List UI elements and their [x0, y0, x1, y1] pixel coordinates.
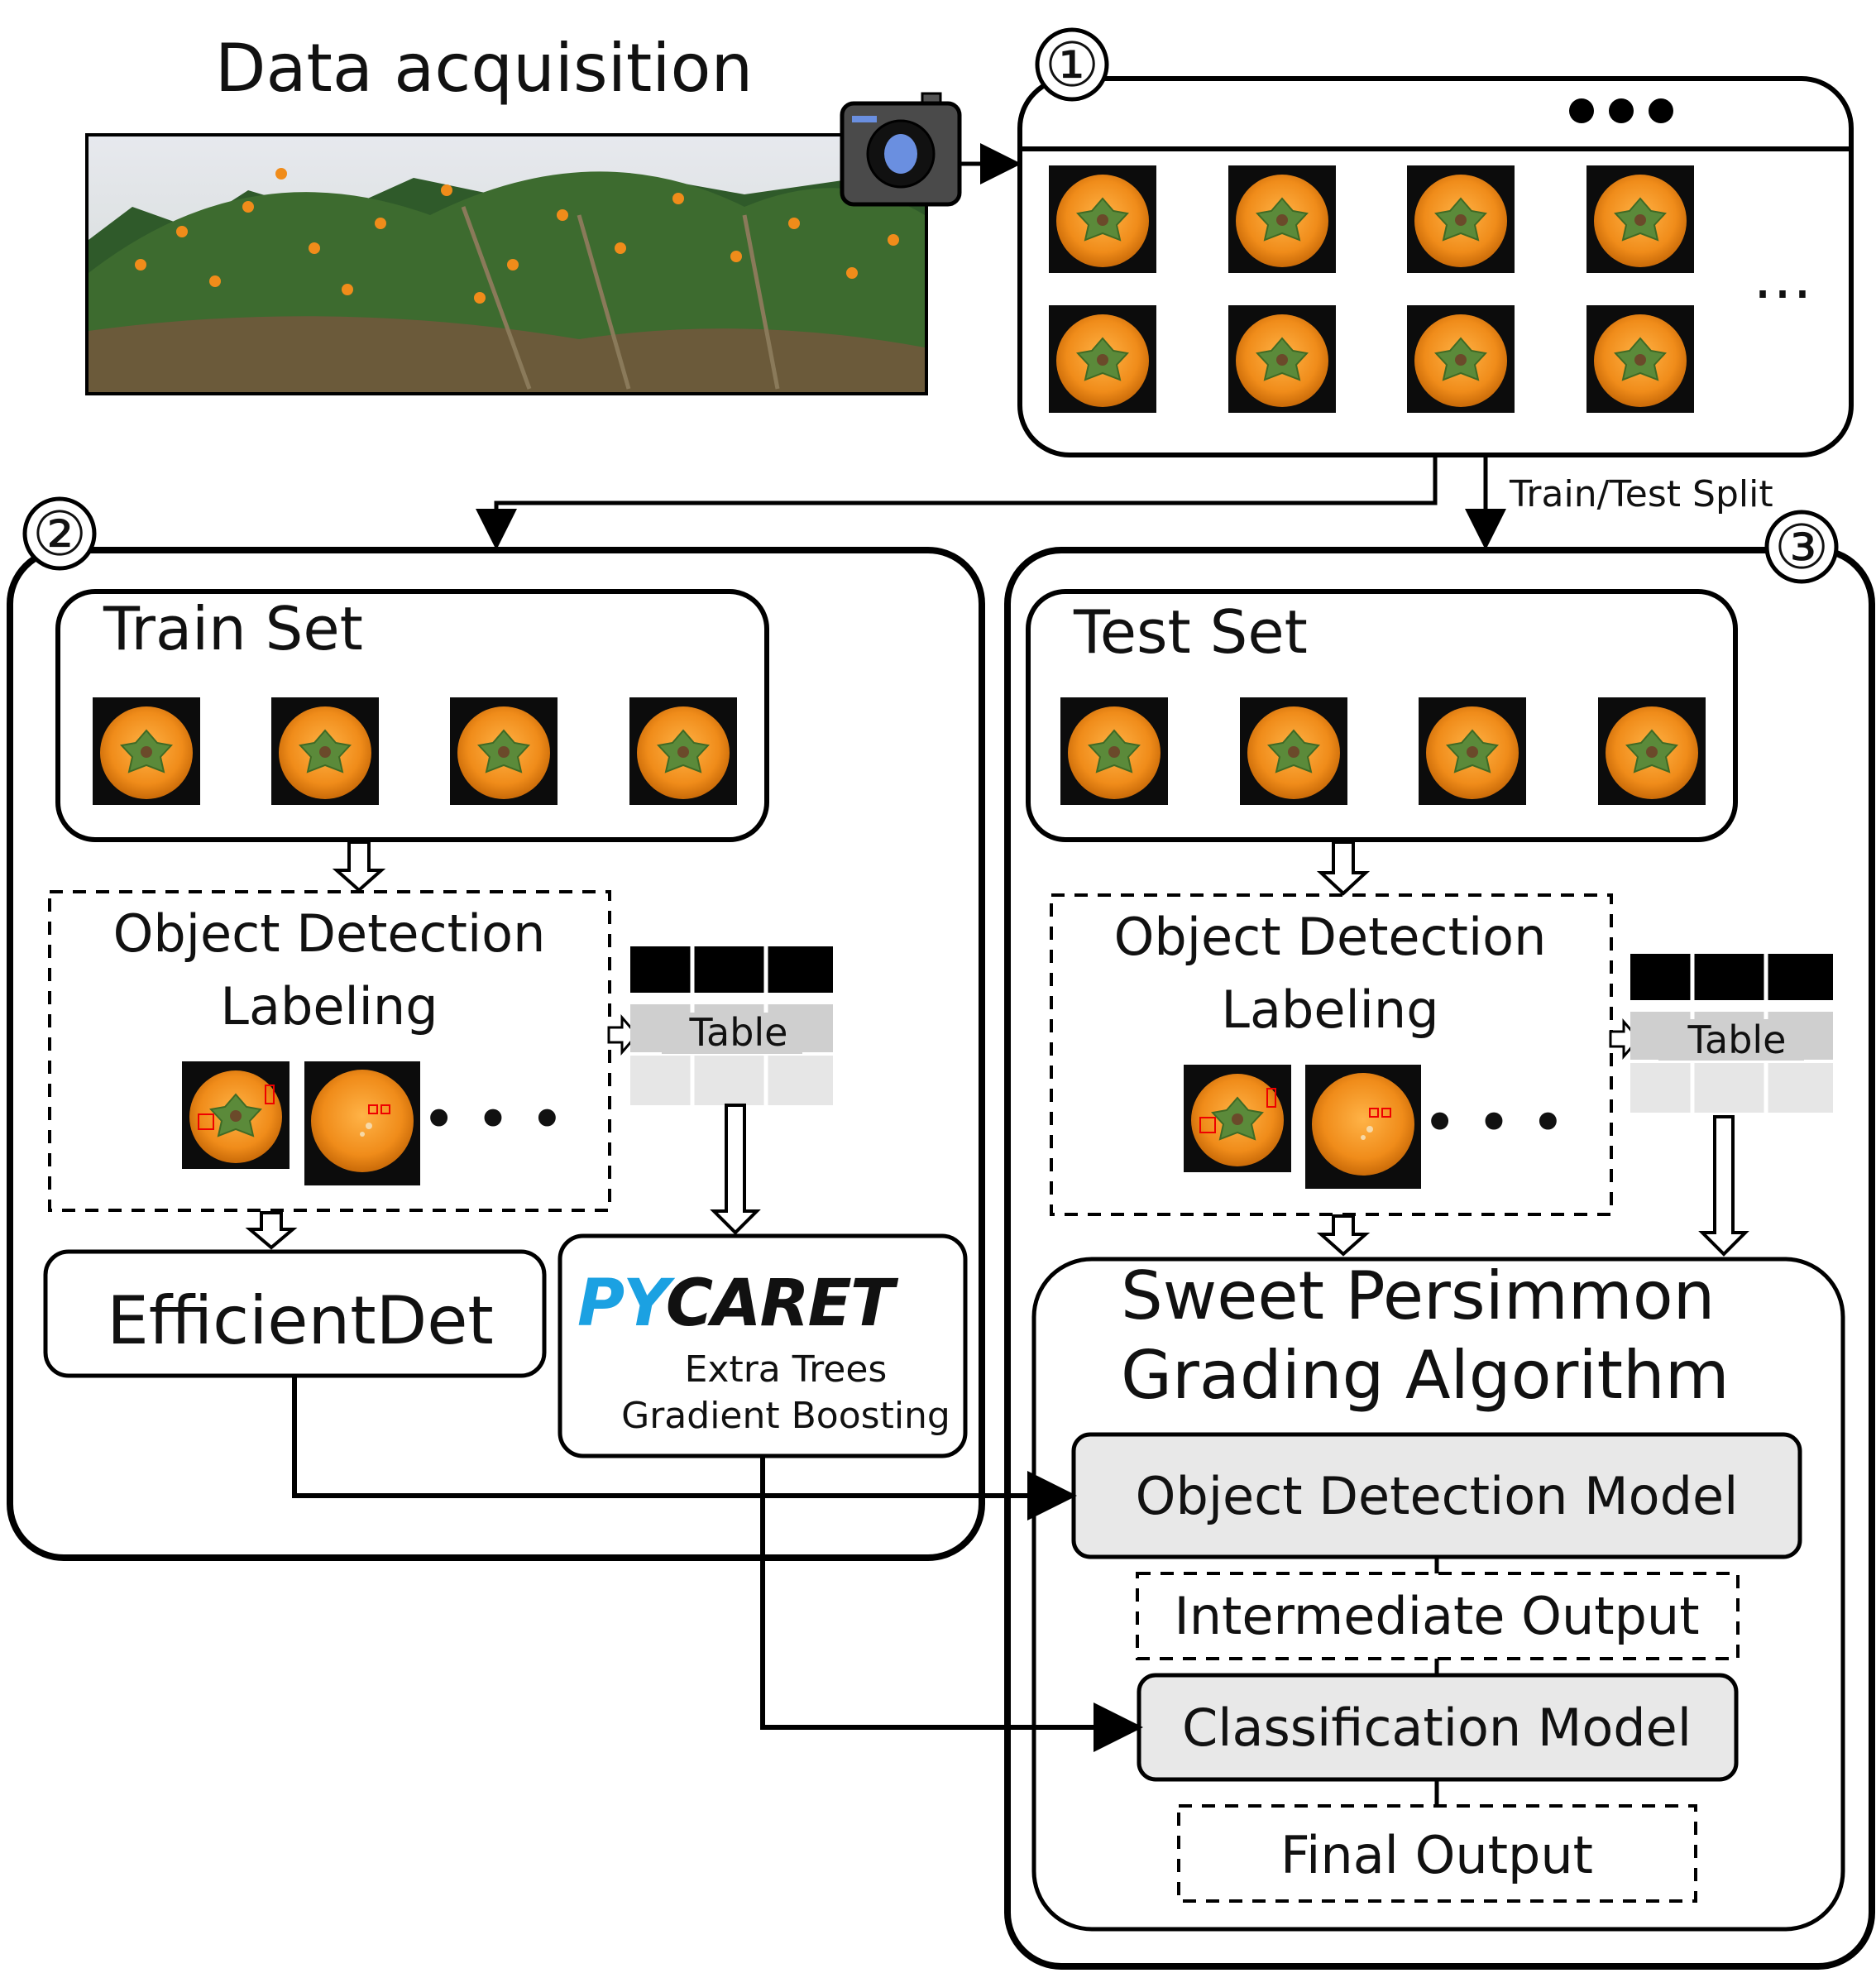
dataset-image — [1406, 165, 1515, 274]
train-labeling-box: Object Detection Labeling • • • — [48, 890, 611, 1212]
intermediate-output-label: Intermediate Output — [1174, 1586, 1699, 1646]
test-table-label: Table — [1687, 1018, 1787, 1062]
dataset-image — [1406, 304, 1515, 414]
train-image — [629, 697, 738, 806]
grading-algorithm-box: Sweet Persimmon Grading Algorithm Object… — [1031, 1257, 1845, 1932]
train-image — [92, 697, 201, 806]
classification-model-label: Classification Model — [1182, 1698, 1692, 1758]
step-1-label: ① — [1045, 30, 1099, 101]
dataset-image — [1228, 165, 1337, 274]
dataset-window: … — [1017, 76, 1854, 457]
dataset-image — [1048, 165, 1157, 274]
train-to-labeling-arrow — [332, 840, 386, 893]
bbox-annotation — [1381, 1108, 1391, 1118]
test-set-box: Test Set — [1026, 589, 1738, 842]
window-dot — [1569, 98, 1594, 123]
pycaret-logo-rest: CARET — [666, 1267, 899, 1341]
test-set-title: Test Set — [1073, 597, 1308, 667]
orchard-photo — [85, 133, 928, 395]
test-labeling-title-line2: Labeling — [1221, 979, 1438, 1040]
train-table: Table — [630, 946, 833, 1105]
test-labeling-box: Object Detection Labeling • • • — [1050, 893, 1613, 1216]
dataset-image — [1586, 165, 1695, 274]
od-model-label: Object Detection Model — [1136, 1466, 1739, 1526]
step-3-marker — [1764, 510, 1839, 584]
train-labeling-ellipsis: • • • — [421, 1085, 564, 1154]
test-labeling-ellipsis: • • • — [1422, 1088, 1565, 1157]
dataset-image — [1228, 304, 1337, 414]
bbox-annotation — [1266, 1088, 1276, 1108]
test-labeling-to-algorithm-arrow — [1316, 1214, 1371, 1257]
train-table-label: Table — [689, 1010, 788, 1055]
pycaret-model-line1: Extra Trees — [685, 1348, 888, 1391]
final-output-label: Final Output — [1280, 1825, 1593, 1885]
split-label: Train/Test Split — [1509, 473, 1773, 515]
bbox-annotation — [198, 1113, 214, 1130]
algorithm-title-line1: Sweet Persimmon — [1121, 1257, 1715, 1334]
intermediate-output-box — [1136, 1572, 1740, 1660]
train-set-box: Train Set — [55, 589, 769, 842]
labeled-image — [304, 1061, 420, 1185]
train-panel — [7, 547, 985, 1561]
window-dot — [1649, 98, 1673, 123]
table-to-pycaret-arrow — [710, 1104, 761, 1235]
step-2-marker — [22, 496, 97, 571]
labeling-to-efficientdet-arrow — [245, 1211, 298, 1250]
train-labeling-title-line2: Labeling — [220, 976, 438, 1037]
pycaret-to-classification-arrow — [760, 1456, 1143, 1752]
train-image — [270, 697, 380, 806]
final-output-box — [1177, 1804, 1697, 1903]
labeling-to-table-arrow — [607, 1013, 639, 1056]
window-dot — [1609, 98, 1634, 123]
bbox-annotation — [265, 1085, 275, 1104]
dataset-ellipsis: … — [1753, 242, 1812, 312]
efficientdet-box: EfficientDet — [43, 1249, 547, 1378]
bbox-annotation — [380, 1104, 390, 1114]
test-image — [1060, 697, 1169, 806]
labeled-image — [1305, 1065, 1421, 1189]
algorithm-title-line2: Grading Algorithm — [1121, 1337, 1730, 1414]
camera-icon — [840, 92, 962, 207]
pycaret-box: PYCARET Extra Trees Gradient Boosting — [558, 1233, 968, 1458]
train-set-title: Train Set — [103, 594, 363, 663]
dataset-image — [1048, 304, 1157, 414]
test-panel — [1004, 547, 1875, 1970]
pycaret-model-line2: Gradient Boosting — [621, 1395, 950, 1437]
dataset-image — [1586, 304, 1695, 414]
test-to-labeling-arrow — [1316, 840, 1371, 896]
efficientdet-label: EfficientDet — [107, 1282, 494, 1359]
test-table: Table — [1630, 954, 1833, 1113]
bbox-annotation — [368, 1104, 378, 1114]
test-image — [1597, 697, 1706, 806]
test-image — [1418, 697, 1527, 806]
bbox-annotation — [1369, 1108, 1379, 1118]
step-1-marker — [1035, 27, 1109, 102]
train-image — [449, 697, 558, 806]
efficientdet-to-od-model-arrow — [292, 1376, 1077, 1520]
step-2-label: ② — [32, 499, 87, 570]
test-labeling-title-line1: Object Detection — [1114, 907, 1547, 967]
step-3-label: ③ — [1774, 512, 1829, 583]
split-arrow-train — [476, 457, 1438, 550]
test-table-to-algorithm-arrow — [1698, 1115, 1749, 1257]
train-labeling-title-line1: Object Detection — [113, 903, 546, 964]
test-image — [1239, 697, 1348, 806]
pycaret-logo: PYCARET — [577, 1267, 899, 1341]
bbox-annotation — [1199, 1117, 1216, 1133]
acquisition-title: Data acquisition — [215, 30, 753, 107]
